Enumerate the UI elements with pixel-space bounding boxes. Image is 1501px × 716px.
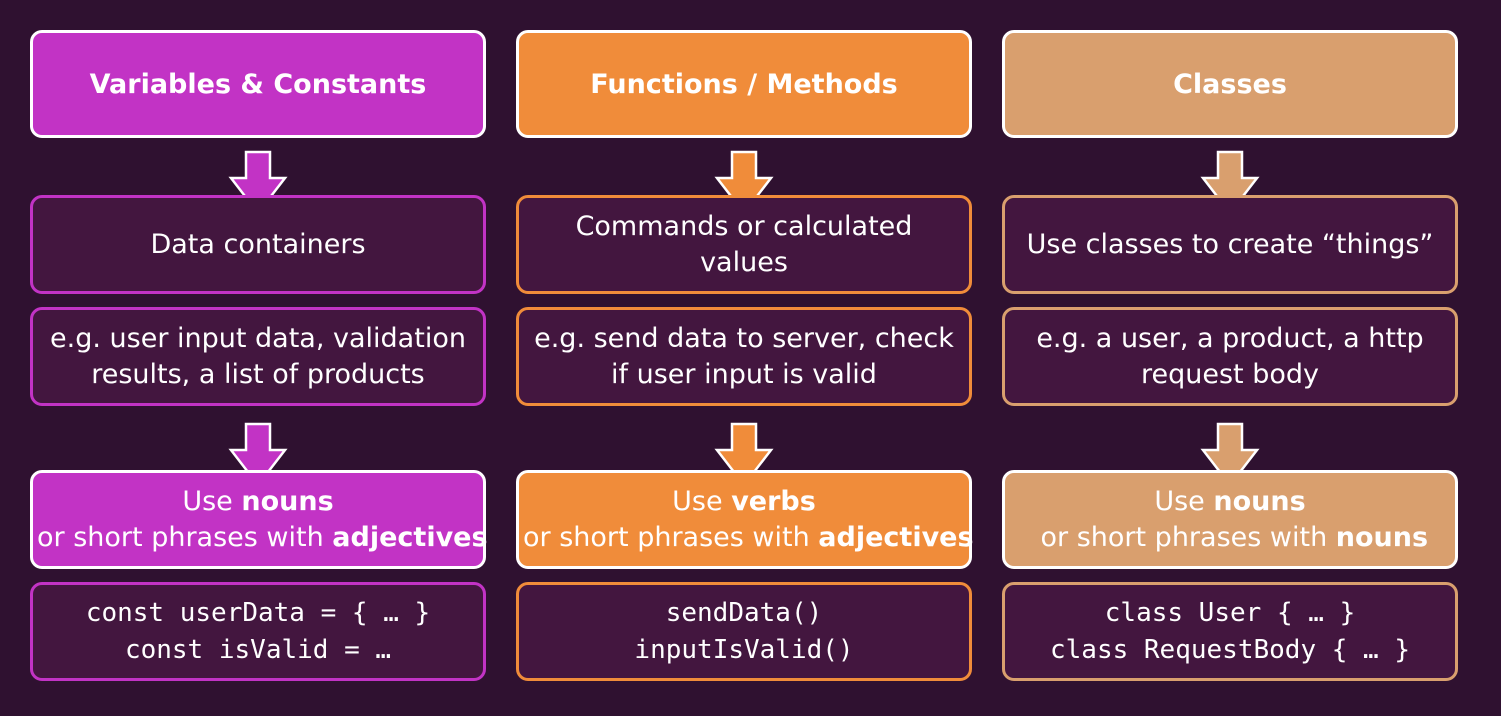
naming-rule-text: Use nouns or short phrases with adjectiv… bbox=[28, 485, 488, 553]
examples-text: e.g. user input data, validation results… bbox=[50, 322, 466, 390]
code-line: sendData() bbox=[665, 597, 823, 628]
code-line: const userData = { … } bbox=[85, 597, 431, 628]
purpose-box: Commands or calculated values bbox=[516, 195, 972, 294]
code-example-box: class User { … } class RequestBody { … } bbox=[1002, 582, 1458, 681]
purpose-text: Commands or calculated values bbox=[575, 210, 913, 278]
code-example-box: sendData() inputIsValid() bbox=[516, 582, 972, 681]
category-title: Variables & Constants bbox=[89, 68, 427, 100]
examples-text: e.g. a user, a product, a http request b… bbox=[1036, 322, 1424, 390]
rule-kind: nouns bbox=[1213, 485, 1306, 517]
examples-text: e.g. send data to server, check if user … bbox=[534, 322, 954, 390]
down-arrow-icon bbox=[1200, 422, 1260, 488]
category-header: Functions / Methods bbox=[516, 30, 972, 138]
rule-kind: nouns bbox=[241, 485, 334, 517]
category-title: Classes bbox=[1173, 68, 1287, 100]
code-line: const isValid = … bbox=[124, 634, 392, 665]
purpose-box: Data containers bbox=[30, 195, 486, 294]
purpose-text: Use classes to create “things” bbox=[1026, 228, 1434, 260]
column-functions: Functions / Methods Commands or calculat… bbox=[514, 30, 974, 682]
down-arrow-icon bbox=[714, 422, 774, 488]
column-classes: Classes Use classes to create “things” e… bbox=[1002, 30, 1458, 682]
examples-box: e.g. a user, a product, a http request b… bbox=[1002, 307, 1458, 406]
naming-rule-box: Use nouns or short phrases with adjectiv… bbox=[28, 470, 488, 569]
rule-modifier: adjectives bbox=[332, 521, 488, 553]
naming-rule-text: Use verbs or short phrases with adjectiv… bbox=[514, 485, 974, 553]
purpose-box: Use classes to create “things” bbox=[1002, 195, 1458, 294]
column-variables: Variables & Constants Data containers e.… bbox=[28, 30, 488, 682]
code-line: inputIsValid() bbox=[634, 634, 854, 665]
rule-modifier: nouns bbox=[1335, 521, 1429, 553]
down-arrow-icon bbox=[228, 422, 288, 488]
naming-rule-text: Use nouns or short phrases with nouns bbox=[1031, 485, 1429, 553]
code-line: class RequestBody { … } bbox=[1049, 634, 1411, 665]
rule-modifier: adjectives bbox=[818, 521, 974, 553]
examples-box: e.g. send data to server, check if user … bbox=[516, 307, 972, 406]
category-title: Functions / Methods bbox=[590, 68, 898, 100]
rule-kind: verbs bbox=[731, 485, 816, 517]
category-header: Variables & Constants bbox=[30, 30, 486, 138]
purpose-text: Data containers bbox=[150, 228, 366, 260]
naming-rule-box: Use verbs or short phrases with adjectiv… bbox=[514, 470, 974, 569]
code-example-box: const userData = { … } const isValid = … bbox=[30, 582, 486, 681]
code-line: class User { … } bbox=[1104, 597, 1356, 628]
naming-rule-box: Use nouns or short phrases with nouns bbox=[1002, 470, 1458, 569]
examples-box: e.g. user input data, validation results… bbox=[30, 307, 486, 406]
category-header: Classes bbox=[1002, 30, 1458, 138]
